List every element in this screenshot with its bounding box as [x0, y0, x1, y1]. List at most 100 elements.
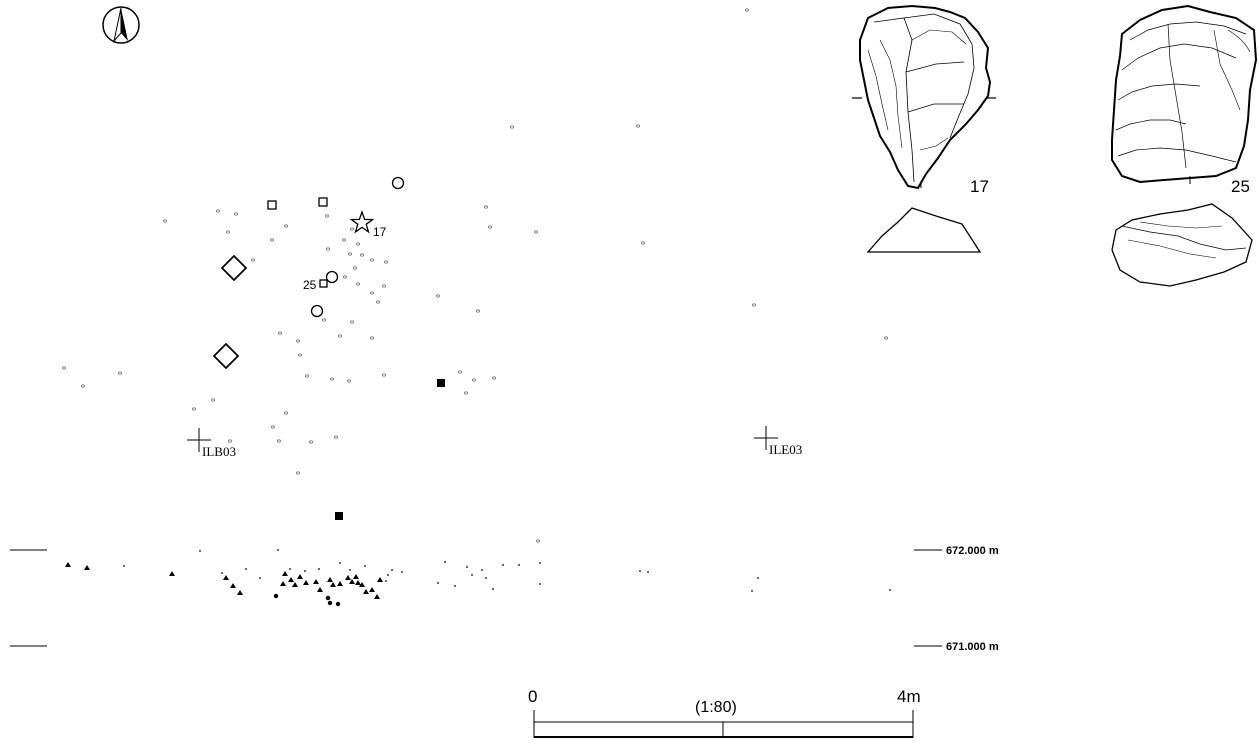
- section-triangle-mark: [237, 590, 243, 595]
- section-circle-mark: [273, 593, 279, 599]
- circle-symbol: [391, 176, 405, 190]
- artifact-dot: [381, 373, 386, 377]
- drawing-number-17: 17: [970, 177, 989, 196]
- section-dot-mark: [502, 564, 504, 566]
- filled-square-symbols: [335, 379, 445, 520]
- star-symbol-17: [349, 210, 375, 234]
- section-dot-mark: [757, 577, 759, 579]
- artifact-dot: [884, 336, 889, 340]
- section-dot-mark: [518, 564, 520, 566]
- section-dot-mark: [318, 568, 320, 570]
- section-triangle-mark: [313, 579, 319, 584]
- artifact-dot: [227, 439, 232, 443]
- section-triangle-mark: [84, 565, 90, 570]
- section-dot-mark: [387, 574, 389, 576]
- section-triangle-mark: [359, 582, 365, 587]
- artifact-dot: [471, 378, 476, 382]
- plan-artifact-scatter: [62, 8, 889, 543]
- section-triangle-mark: [355, 580, 361, 585]
- artifact-dot: [347, 252, 352, 256]
- elevation-guides: [10, 549, 942, 647]
- scale-start-label: 0: [528, 687, 537, 706]
- section-dot-mark: [751, 590, 753, 592]
- section-dot-mark: [401, 571, 403, 573]
- artifact-dot: [233, 212, 238, 216]
- section-dot-mark: [221, 572, 223, 574]
- section-triangle-mark: [345, 575, 351, 580]
- artifact-dot: [745, 8, 750, 12]
- section-dot-mark: [639, 570, 641, 572]
- section-triangle-mark: [330, 582, 336, 587]
- square-symbol: [267, 200, 277, 210]
- artifact-dot: [369, 258, 374, 262]
- section-circle-mark: [335, 601, 341, 607]
- section-dot-mark: [277, 549, 279, 551]
- artifact-dot: [369, 336, 374, 340]
- diamond-symbol: [220, 254, 248, 282]
- scale-end-label: 4m: [897, 687, 921, 706]
- section-dot-mark: [349, 569, 351, 571]
- circle-symbol: [310, 304, 324, 318]
- elevation-label-671: 671.000 m: [946, 641, 999, 653]
- elevation-label-672: 672.000 m: [946, 545, 999, 557]
- section-circle-mark: [325, 595, 331, 601]
- artifact-dot: [342, 275, 347, 279]
- scale-ratio-label: (1:80): [695, 699, 737, 716]
- section-dot-mark: [539, 562, 541, 564]
- artifact-dot: [324, 214, 329, 218]
- artifact-dot: [283, 411, 288, 415]
- section-dot-mark: [364, 565, 366, 567]
- section-triangle-mark: [288, 577, 294, 582]
- section-dot-mark: [123, 565, 125, 567]
- section-triangle-mark: [297, 574, 303, 579]
- artifact-dot: [641, 241, 646, 245]
- artifact-dot: [277, 331, 282, 335]
- grid-point-ilb03: [187, 428, 211, 452]
- artifact-dot: [295, 339, 300, 343]
- artifact-dot: [308, 440, 313, 444]
- section-dot-mark: [259, 577, 261, 579]
- artifact-dot: [349, 320, 354, 324]
- artifact-dot: [295, 471, 300, 475]
- stone-tool-drawing-25: [1111, 4, 1258, 287]
- artifact-dot: [383, 260, 388, 264]
- artifact-dot: [509, 125, 514, 129]
- artifact-dot: [534, 230, 539, 234]
- artifact-dot: [118, 371, 123, 375]
- section-triangle-mark: [327, 577, 333, 582]
- circle-symbol: [325, 270, 339, 284]
- section-triangle-mark: [349, 579, 355, 584]
- artifact-dot: [435, 294, 440, 298]
- section-dot-mark: [245, 568, 247, 570]
- section-dot-mark: [339, 562, 341, 564]
- north-arrow-icon: [102, 6, 140, 44]
- artifact-dot: [325, 247, 330, 251]
- artifact-dot: [457, 370, 462, 374]
- section-circle-mark: [327, 600, 333, 606]
- section-dot-mark: [444, 561, 446, 563]
- section-dot-mark: [385, 580, 387, 582]
- artifact-dot: [225, 230, 230, 234]
- artifact-dot: [191, 407, 196, 411]
- artifact-dot: [162, 219, 167, 223]
- section-dot-mark: [466, 566, 468, 568]
- section-triangle-mark: [223, 575, 229, 580]
- artifact-dot: [210, 398, 215, 402]
- artifact-dot: [355, 242, 360, 246]
- section-dot-mark: [391, 569, 393, 571]
- square-symbol-25: [319, 279, 328, 288]
- artifact-dot: [381, 284, 386, 288]
- section-artifact-scatter: [65, 549, 891, 607]
- section-dot-mark: [454, 585, 456, 587]
- artifact-dot: [341, 238, 346, 242]
- artifact-dot: [337, 334, 342, 338]
- section-dot-mark: [304, 570, 306, 572]
- section-dot-mark: [485, 577, 487, 579]
- artifact-dot: [346, 379, 351, 383]
- section-dot-mark: [289, 568, 291, 570]
- artifact-dot: [463, 391, 468, 395]
- section-triangle-mark: [353, 574, 359, 579]
- artifact-dot: [276, 439, 281, 443]
